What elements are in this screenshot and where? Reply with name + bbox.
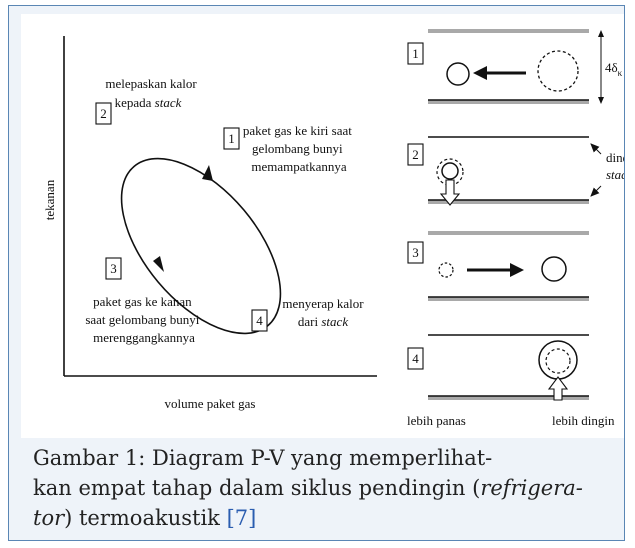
stage-4-bottom-plate (428, 396, 589, 400)
caption-line-1: Gambar 1: Diagram P-V yang memperlihat- (33, 446, 493, 470)
step-1-description: paket gas ke kiri saat gelombang bunyi m… (243, 123, 355, 174)
step-1-number: 1 (228, 131, 235, 146)
gas-parcel-dashed (436, 158, 464, 186)
step-2-line-1: melepaskan kalor (105, 76, 197, 91)
step-2-line-2: kepada stack (115, 95, 182, 110)
heat-in-arrow (547, 376, 569, 401)
step-3-description: paket gas ke kanan saat gelombang bunyi … (85, 294, 202, 345)
gas-parcel-solid (441, 162, 459, 180)
step-2-number: 2 (100, 106, 107, 121)
stage-3-box (407, 241, 424, 264)
step-4-box (251, 309, 268, 332)
left-arrow-head (473, 66, 487, 80)
caption-line-2: kan empat tahap dalam siklus pendingin (… (33, 476, 583, 500)
stage-4-number: 4 (412, 351, 419, 366)
stage-3: 3 (407, 231, 589, 301)
stage-1-number: 1 (412, 46, 419, 61)
heat-out-arrow (439, 179, 461, 206)
cycle-loop (120, 157, 282, 335)
cycle-arrow-down (153, 256, 164, 272)
step-4-line-1: menyerap kalor (282, 296, 364, 311)
stage-3-top-plate (428, 231, 589, 235)
step-2-box (95, 102, 112, 125)
step-4-line-2: dari stack (298, 314, 348, 329)
step-3-box (105, 257, 122, 280)
label-lebih-panas: lebih panas (407, 413, 466, 428)
stack-pointer (590, 185, 602, 197)
stage-1: 1 4δκ (407, 29, 623, 104)
stage-panels: 1 4δκ 2 (407, 29, 635, 428)
citation-link[interactable]: [7] (226, 506, 257, 530)
stage-1-box (407, 42, 424, 65)
label-lebih-dingin: lebih dingin (552, 413, 615, 428)
wall-label-stack: stack (606, 167, 624, 182)
dinding-pointer (590, 143, 602, 155)
pv-diagram: tekanan volume paket gas 1 paket gas ke … (42, 36, 377, 411)
gas-parcel-solid (446, 62, 470, 86)
figure-svg: tekanan volume paket gas 1 paket gas ke … (42, 29, 635, 428)
stage-2: 2 dinding stack (407, 136, 635, 206)
stage-2-box (407, 143, 424, 166)
gas-parcel-dashed (537, 50, 579, 92)
step-3-number: 3 (110, 261, 117, 276)
gap-label: 4δκ (605, 60, 623, 78)
wall-label-dinding: dinding (606, 150, 624, 165)
figure-frame: tekanan volume paket gas 1 paket gas ke … (8, 5, 635, 541)
x-axis-label: volume paket gas (165, 396, 256, 411)
step-4-number: 4 (256, 313, 263, 328)
stage-3-number: 3 (412, 245, 419, 260)
stage-4-box (407, 347, 424, 370)
gas-parcel-dashed (438, 262, 454, 278)
step-1-box (223, 127, 240, 150)
stage-2-bottom-plate (428, 200, 589, 204)
stage-1-top-plate (428, 29, 589, 33)
stage-1-bottom-plate (428, 100, 589, 104)
stage-2-number: 2 (412, 147, 419, 162)
cycle-arrow-up (202, 165, 213, 181)
caption-line-3: tor) termoakustik [7] (33, 506, 257, 530)
figure-caption: Gambar 1: Diagram P-V yang memperlihat- … (33, 443, 623, 533)
right-arrow-head (510, 263, 524, 277)
figure-panel: tekanan volume paket gas 1 paket gas ke … (21, 14, 635, 438)
gas-parcel-dashed (545, 348, 571, 374)
stage-4: 4 lebih panas lebih dingin (407, 334, 615, 428)
y-axis-label: tekanan (42, 179, 57, 220)
gas-parcel-solid (541, 256, 567, 282)
stage-3-bottom-plate (428, 297, 589, 301)
